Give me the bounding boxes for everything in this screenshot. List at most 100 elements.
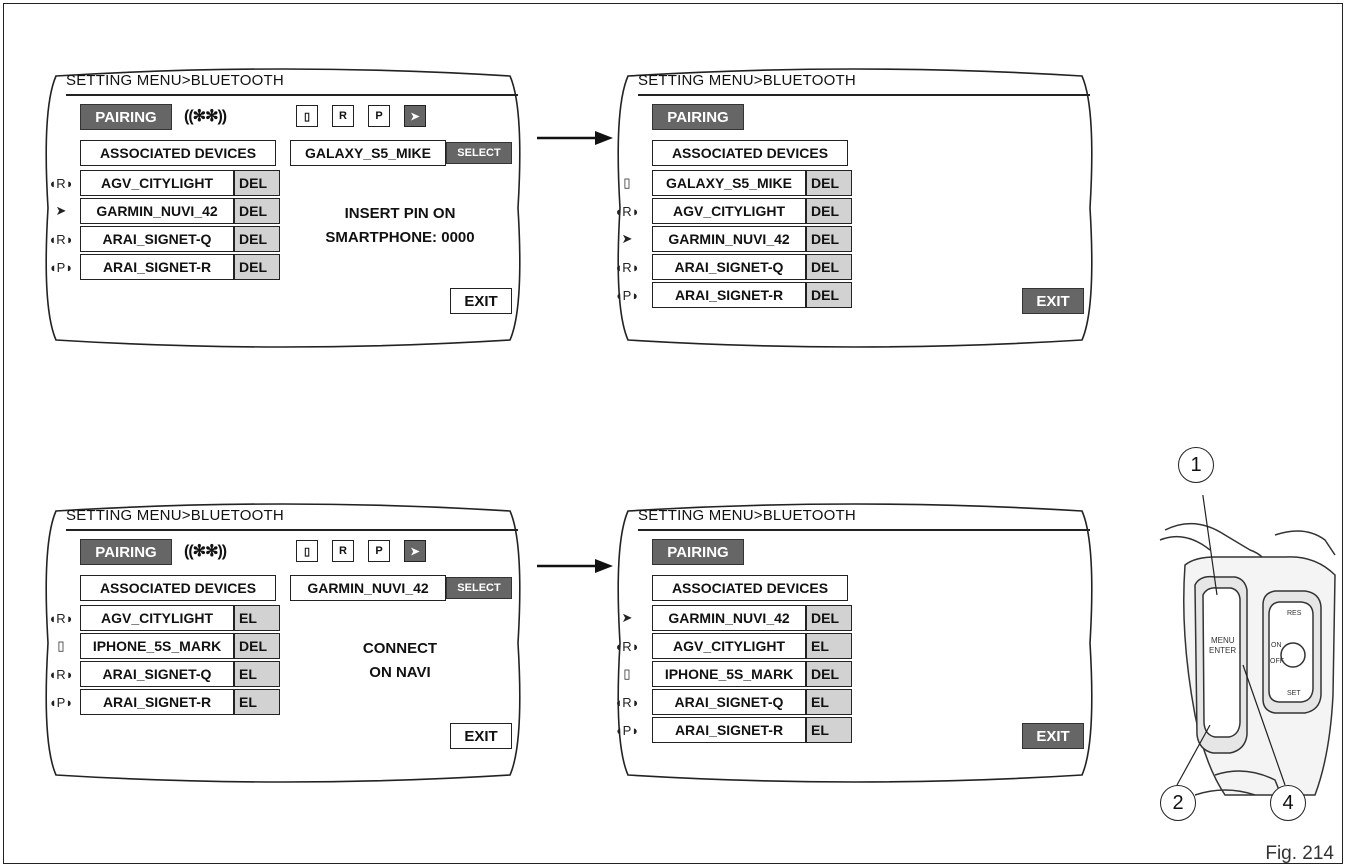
- screen-outline: [45, 68, 521, 348]
- delete-button[interactable]: DEL: [806, 661, 852, 687]
- select-button[interactable]: SELECT: [446, 577, 512, 599]
- device-name[interactable]: ARAI_SIGNET-Q: [652, 254, 806, 280]
- device-name[interactable]: GARMIN_NUVI_42: [652, 226, 806, 252]
- set-label: SET: [1287, 690, 1301, 697]
- bluetooth-searching-icon: ((✻✻)): [184, 108, 227, 125]
- figure-frame: [3, 3, 1343, 864]
- associated-devices-button[interactable]: ASSOCIATED DEVICES: [80, 140, 276, 166]
- device-name[interactable]: ARAI_SIGNET-Q: [80, 661, 234, 687]
- helmet-r-icon: ◖R◗: [48, 666, 74, 682]
- pairing-button[interactable]: PAIRING: [652, 104, 744, 130]
- helmet-r-icon: ◖R◗: [48, 231, 74, 247]
- delete-button[interactable]: EL: [806, 717, 852, 743]
- screen-title: SETTING MENU>BLUETOOTH: [66, 507, 284, 524]
- on-label: ON: [1271, 642, 1282, 649]
- phone-icon: ▯: [623, 175, 631, 190]
- device-name[interactable]: GALAXY_S5_MIKE: [652, 170, 806, 196]
- status-message-line: INSERT PIN ON: [344, 205, 456, 222]
- device-name[interactable]: GARMIN_NUVI_42: [80, 198, 234, 224]
- exit-button[interactable]: EXIT: [1022, 723, 1084, 749]
- device-name[interactable]: ARAI_SIGNET-Q: [652, 689, 806, 715]
- callout-2: 2: [1160, 785, 1196, 821]
- delete-button[interactable]: DEL: [806, 282, 852, 308]
- pairing-button[interactable]: PAIRING: [80, 104, 172, 130]
- title-divider: [66, 529, 518, 531]
- delete-button[interactable]: EL: [234, 661, 280, 687]
- delete-button[interactable]: DEL: [234, 226, 280, 252]
- enter-label: ENTER: [1209, 646, 1236, 655]
- helmet-p-icon: ◖P◗: [48, 259, 74, 275]
- device-name[interactable]: ARAI_SIGNET-R: [652, 717, 806, 743]
- helmet-r-icon: ◖R◗: [48, 610, 74, 626]
- delete-button[interactable]: EL: [806, 633, 852, 659]
- delete-button[interactable]: EL: [234, 689, 280, 715]
- screen-result-navi: SETTING MENU>BLUETOOTH PAIRING ASSOCIATED …: [610, 503, 1100, 783]
- device-name[interactable]: AGV_CITYLIGHT: [652, 198, 806, 224]
- screen-title: SETTING MENU>BLUETOOTH: [638, 72, 856, 89]
- associated-devices-button[interactable]: ASSOCIATED DEVICES: [652, 575, 848, 601]
- screen-result-phone: SETTING MENU>BLUETOOTH PAIRING ASSOCIATED …: [610, 68, 1100, 348]
- device-name[interactable]: AGV_CITYLIGHT: [80, 605, 234, 631]
- phone-icon: ▯: [623, 666, 631, 681]
- delete-button[interactable]: DEL: [234, 254, 280, 280]
- navi-tile-icon[interactable]: ➤: [404, 105, 426, 127]
- exit-button[interactable]: EXIT: [450, 723, 512, 749]
- screen-title: SETTING MENU>BLUETOOTH: [66, 72, 284, 89]
- delete-button[interactable]: DEL: [234, 633, 280, 659]
- screen-outline: [45, 503, 521, 783]
- device-name[interactable]: ARAI_SIGNET-R: [80, 689, 234, 715]
- device-name[interactable]: IPHONE_5S_MARK: [652, 661, 806, 687]
- transition-arrow-bottom: [537, 559, 613, 573]
- device-name[interactable]: IPHONE_5S_MARK: [80, 633, 234, 659]
- res-label: RES: [1287, 610, 1302, 617]
- select-button[interactable]: SELECT: [446, 142, 512, 164]
- navigation-icon: ➤: [621, 231, 633, 246]
- helmet-r-icon: ◖R◗: [614, 203, 640, 219]
- screen-outline: [617, 503, 1093, 783]
- helmet-p-tile-icon[interactable]: P: [368, 105, 390, 127]
- phone-tile-icon[interactable]: ▯: [296, 105, 318, 127]
- navigation-icon: ➤: [621, 610, 633, 625]
- delete-button[interactable]: DEL: [234, 198, 280, 224]
- device-name[interactable]: ARAI_SIGNET-R: [652, 282, 806, 308]
- handlebar-switch-illustration: MENU ENTER ON OFF RES SET: [1159, 495, 1336, 806]
- screen-title: SETTING MENU>BLUETOOTH: [638, 507, 856, 524]
- helmet-r-tile-icon[interactable]: R: [332, 105, 354, 127]
- menu-label: MENU: [1211, 636, 1235, 645]
- title-divider: [66, 94, 518, 96]
- pairing-button[interactable]: PAIRING: [652, 539, 744, 565]
- delete-button[interactable]: EL: [806, 689, 852, 715]
- delete-button[interactable]: DEL: [806, 254, 852, 280]
- device-name[interactable]: ARAI_SIGNET-Q: [80, 226, 234, 252]
- delete-button[interactable]: DEL: [806, 198, 852, 224]
- exit-button[interactable]: EXIT: [450, 288, 512, 314]
- delete-button[interactable]: DEL: [234, 170, 280, 196]
- helmet-r-icon: ◖R◗: [48, 175, 74, 191]
- associated-devices-button[interactable]: ASSOCIATED DEVICES: [80, 575, 276, 601]
- helmet-p-tile-icon[interactable]: P: [368, 540, 390, 562]
- associated-devices-button[interactable]: ASSOCIATED DEVICES: [652, 140, 848, 166]
- delete-button[interactable]: DEL: [806, 605, 852, 631]
- screen-outline: [617, 68, 1093, 348]
- pairing-button[interactable]: PAIRING: [80, 539, 172, 565]
- delete-button[interactable]: EL: [234, 605, 280, 631]
- helmet-r-icon: ◖R◗: [614, 259, 640, 275]
- found-device-name: GARMIN_NUVI_42: [290, 575, 446, 601]
- helmet-r-icon: ◖R◗: [614, 694, 640, 710]
- device-name[interactable]: AGV_CITYLIGHT: [652, 633, 806, 659]
- device-name[interactable]: AGV_CITYLIGHT: [80, 170, 234, 196]
- delete-button[interactable]: DEL: [806, 170, 852, 196]
- phone-tile-icon[interactable]: ▯: [296, 540, 318, 562]
- off-label: OFF: [1270, 658, 1284, 665]
- found-device-name: GALAXY_S5_MIKE: [290, 140, 446, 166]
- helmet-r-tile-icon[interactable]: R: [332, 540, 354, 562]
- navi-tile-icon[interactable]: ➤: [404, 540, 426, 562]
- delete-button[interactable]: DEL: [806, 226, 852, 252]
- exit-button[interactable]: EXIT: [1022, 288, 1084, 314]
- device-name[interactable]: GARMIN_NUVI_42: [652, 605, 806, 631]
- helmet-p-icon: ◖P◗: [614, 287, 640, 303]
- device-name[interactable]: ARAI_SIGNET-R: [80, 254, 234, 280]
